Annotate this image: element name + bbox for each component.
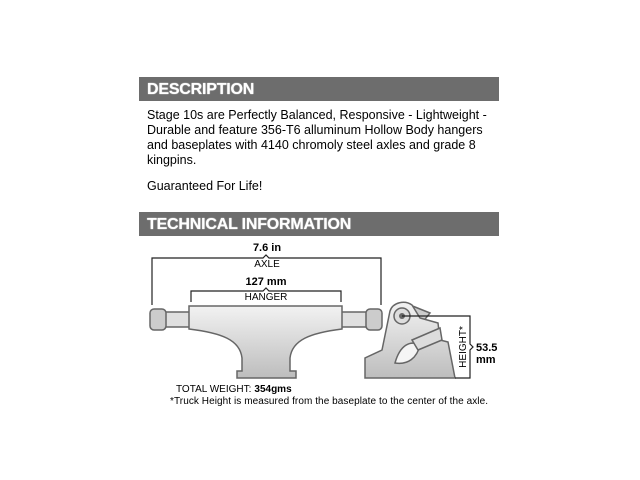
guarantee-text: Guaranteed For Life! bbox=[147, 179, 263, 193]
height-dimension-bracket bbox=[402, 315, 474, 379]
description-heading: DESCRIPTION bbox=[139, 77, 499, 101]
total-weight: TOTAL WEIGHT:354gms bbox=[176, 384, 292, 395]
truck-side-view bbox=[364, 301, 456, 379]
truck-front-view bbox=[149, 305, 383, 379]
height-footnote: *Truck Height is measured from the basep… bbox=[170, 396, 488, 407]
hanger-dimension-bracket bbox=[190, 287, 342, 302]
height-unit: mm bbox=[476, 354, 496, 366]
axle-value: 7.6 in bbox=[253, 242, 281, 254]
weight-label: TOTAL WEIGHT: bbox=[176, 384, 251, 395]
hanger-value: 127 mm bbox=[246, 276, 287, 288]
height-label: HEIGHT* bbox=[458, 326, 469, 368]
weight-value: 354gms bbox=[254, 384, 292, 395]
description-text: Stage 10s are Perfectly Balanced, Respon… bbox=[147, 108, 487, 167]
height-value: 53.5 bbox=[476, 342, 497, 354]
axle-dimension-bracket bbox=[151, 254, 382, 305]
technical-heading: TECHNICAL INFORMATION bbox=[139, 212, 499, 236]
axle-label: AXLE bbox=[254, 259, 280, 270]
hanger-label: HANGER bbox=[245, 292, 288, 303]
